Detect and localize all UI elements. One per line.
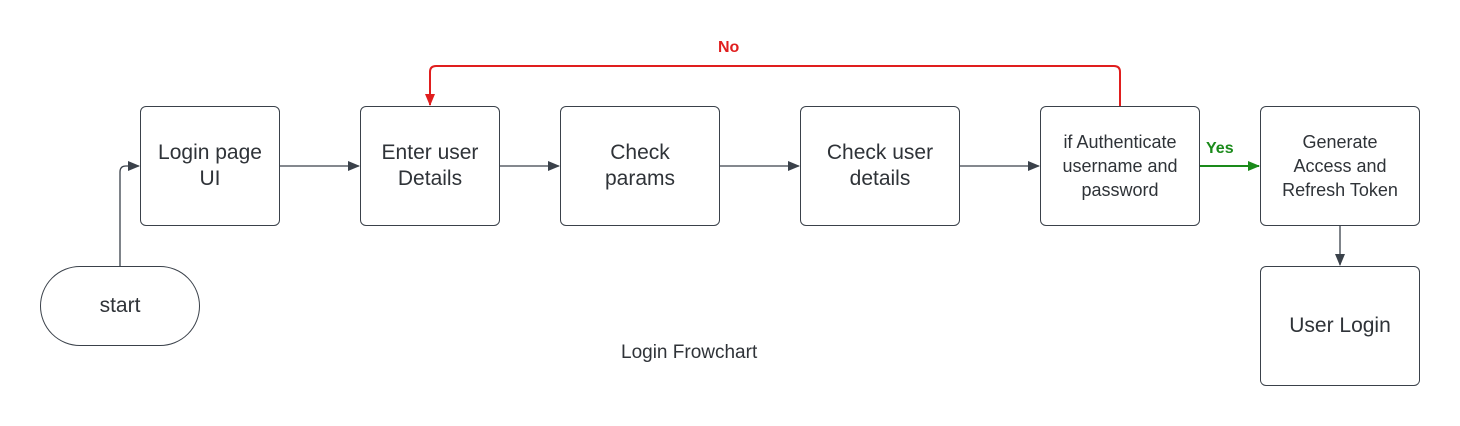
user-login-label: User Login <box>1289 314 1391 337</box>
enter-user-details-label: Enter user Details <box>381 141 479 190</box>
check-user-details-label: Check user details <box>826 141 934 190</box>
start-node: start <box>40 266 200 346</box>
generate-tokens-node: Generate Access and Refresh Token <box>1260 106 1420 226</box>
check-user-details-node: Check user details <box>800 106 960 226</box>
check-params-label: Check params <box>604 141 676 190</box>
if-authenticate-label: if Authenticate username and password <box>1062 132 1178 200</box>
edge-no-authenticate-to-enter-details <box>425 65 1121 106</box>
generate-tokens-label: Generate Access and Refresh Token <box>1282 132 1398 200</box>
login-page-ui-label: Login page UI <box>158 141 262 190</box>
edge-label-no: No <box>718 39 740 56</box>
check-params-node: Check params <box>560 106 720 226</box>
if-authenticate-node: if Authenticate username and password <box>1040 106 1200 226</box>
login-page-ui-node: Login page UI <box>140 106 280 226</box>
edge-label-yes: Yes <box>1206 140 1234 157</box>
edge-start-to-login-page <box>119 161 140 266</box>
start-node-label: start <box>99 294 141 317</box>
user-login-node: User Login <box>1260 266 1420 386</box>
enter-user-details-node: Enter user Details <box>360 106 500 226</box>
diagram-caption: Login Frowchart <box>621 342 758 363</box>
